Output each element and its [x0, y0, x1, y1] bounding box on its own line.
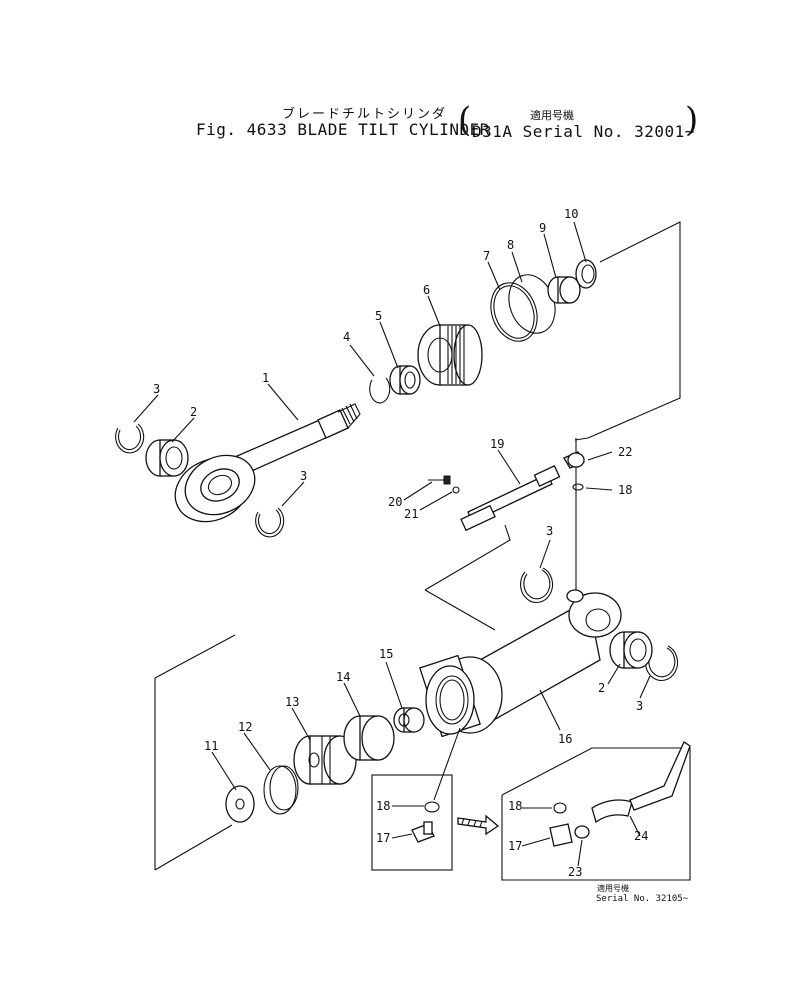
title-serial-japanese: 適用号機 [530, 109, 574, 122]
callout-12: 12 [238, 720, 252, 734]
piston-group [225, 707, 425, 823]
figure-title: Fig. 4633 BLADE TILT CYLINDER [196, 120, 490, 139]
title-japanese: ブレードチルトシリンダ [282, 107, 448, 122]
inset-note-serial: Serial No. 32105∼ [596, 894, 689, 904]
callout-6: 6 [423, 283, 430, 297]
inset-left [371, 727, 461, 871]
callout-3-b: 3 [300, 469, 307, 483]
callout-17-right: 17 [508, 839, 522, 853]
cylinder-head [417, 324, 483, 386]
callout-8: 8 [507, 238, 514, 252]
hatched-arrow-icon [457, 814, 500, 836]
callout-3-d: 3 [636, 699, 643, 713]
inset-note-japanese: 適用号機 [597, 884, 629, 893]
callout-9: 9 [539, 221, 546, 235]
callout-18-right: 18 [508, 799, 522, 813]
callout-7: 7 [483, 249, 490, 263]
paren-left: ( [458, 100, 472, 140]
paren-right: ) [685, 100, 699, 140]
bushing-dust-seal [547, 259, 597, 304]
callout-10: 10 [564, 207, 578, 221]
bushing-rod-end [145, 439, 189, 477]
callout-17-left: 17 [376, 831, 390, 845]
cylinder-tube [419, 589, 622, 738]
callout-3-c: 3 [546, 524, 553, 538]
inset-right [501, 741, 691, 881]
callout-2-head: 2 [598, 681, 605, 695]
frame-lines [154, 221, 681, 871]
model-serial: D31A Serial No. 32001∼ [472, 122, 695, 141]
callout-13: 13 [285, 695, 299, 709]
callout-16: 16 [558, 732, 572, 746]
callout-20: 20 [388, 495, 402, 509]
leader-lines [133, 221, 651, 867]
callout-23: 23 [568, 865, 582, 879]
callout-22: 22 [618, 445, 632, 459]
rod-ring-and-bushing [369, 365, 421, 404]
callout-15: 15 [379, 647, 393, 661]
tube-assembly [428, 451, 585, 532]
callout-2-rod: 2 [190, 405, 197, 419]
callout-19: 19 [490, 437, 504, 451]
callout-21: 21 [404, 507, 418, 521]
callout-1: 1 [262, 371, 269, 385]
piston-rod [174, 403, 361, 523]
callout-5: 5 [375, 309, 382, 323]
callout-4: 4 [343, 330, 350, 344]
bushing-head-end [609, 631, 653, 669]
callout-18-left: 18 [376, 799, 390, 813]
callout-18-top: 18 [618, 483, 632, 497]
callout-24: 24 [634, 829, 648, 843]
callout-11: 11 [204, 739, 218, 753]
callout-labels: 1 2 3 3 3 4 5 6 7 8 9 10 11 12 13 14 15 … [153, 207, 648, 879]
callout-14: 14 [336, 670, 350, 684]
callout-3-a: 3 [153, 382, 160, 396]
